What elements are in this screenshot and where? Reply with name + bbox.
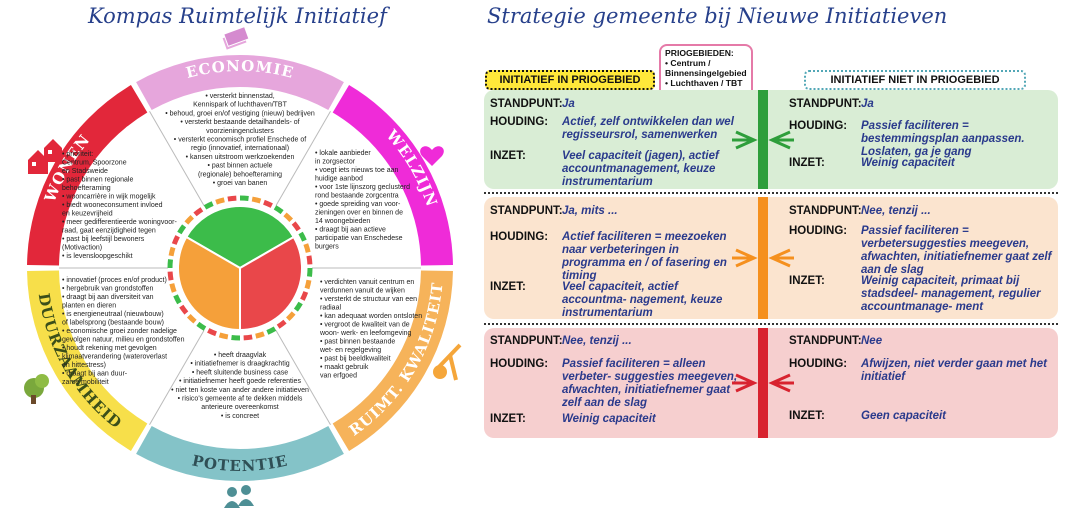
inzet-value-right: Geen capaciteit — [861, 410, 947, 422]
legend-not-in-priogebied: INITIATIEF NIET IN PRIOGEBIED — [804, 70, 1026, 90]
standpunt-value-left: Ja — [562, 98, 575, 110]
tree-icon — [24, 374, 49, 404]
center-orange-sector — [177, 235, 241, 332]
standpunt-value-left: Ja, mits ... — [562, 205, 618, 217]
segment-label: POTENTIE — [190, 451, 289, 475]
inzet-label-left: INZET: — [490, 281, 526, 293]
duurzaamheid-criteria: • innovatief (proces en/of product)• her… — [62, 277, 185, 386]
standpunt-value-right: Nee, tenzij ... — [861, 205, 931, 217]
prio-title: PRIOGEBIEDEN: — [665, 48, 734, 58]
inzet-value-right: Weinig capaciteit — [861, 157, 955, 169]
standpunt-label-left: STANDPUNT: — [490, 98, 563, 110]
left-title: Kompas Ruimtelijk Initiatief — [88, 4, 387, 28]
houding-value-right: Passief faciliteren = bestemmingsplan aa… — [861, 120, 1025, 158]
row-separator — [484, 323, 1058, 325]
center-red-sector — [239, 235, 303, 332]
houding-label-left: HOUDING: — [490, 116, 549, 128]
potentie-criteria: • heeft draagvlak• initiatiefnemer is dr… — [171, 352, 309, 420]
converging-arrows-icon — [732, 373, 794, 393]
houding-label-left: HOUDING: — [490, 231, 549, 243]
legend-in-priogebied: INITIATIEF IN PRIOGEBIED — [485, 70, 655, 90]
standpunt-value-right: Ja — [861, 98, 874, 110]
strategy-row: STANDPUNT:Ja, mits ...STANDPUNT:Nee, ten… — [484, 197, 1058, 319]
ring-segment — [332, 85, 453, 266]
prio-item: • Luchthaven / TBT — [665, 78, 743, 88]
prio-item: • Centrum / — [665, 58, 711, 68]
inzet-label-right: INZET: — [789, 275, 825, 287]
houding-value-right: Afwijzen, niet verder gaan met het initi… — [861, 358, 1047, 383]
economie-criteria: • versterkt binnenstad,Kennispark of luc… — [165, 93, 315, 187]
ring-segment — [136, 425, 344, 481]
inzet-label-left: INZET: — [490, 150, 526, 162]
inzet-value-right: Weinig capaciteit, primaat bij stadsdeel… — [861, 275, 1041, 313]
houding-value-right: Passief faciliteren = verbetersuggesties… — [861, 225, 1052, 276]
standpunt-value-left: Nee, tenzij ... — [562, 335, 632, 347]
converging-arrows-icon — [732, 130, 794, 149]
standpunt-value-right: Nee — [861, 335, 883, 347]
houding-label-left: HOUDING: — [490, 358, 549, 370]
ring-segment — [27, 270, 148, 451]
standpunt-label-right: STANDPUNT: — [789, 335, 862, 347]
prio-item: Binnensingelgebied — [665, 68, 747, 78]
heart-icon — [420, 146, 444, 166]
houding-value-left: Actief, zelf ontwikkelen dan wel regisse… — [562, 116, 734, 141]
row-separator — [484, 192, 1058, 194]
standpunt-label-right: STANDPUNT: — [789, 205, 862, 217]
ring-segment — [332, 270, 453, 451]
houding-label-right: HOUDING: — [789, 358, 848, 370]
standpunt-label-left: STANDPUNT: — [490, 335, 563, 347]
money-icon — [221, 25, 250, 51]
houding-label-right: HOUDING: — [789, 120, 848, 132]
inzet-value-left: Veel capaciteit (jagen), actief accountm… — [562, 150, 719, 188]
inzet-label-left: INZET: — [490, 413, 526, 425]
inzet-label-right: INZET: — [789, 157, 825, 169]
converging-arrows-icon — [732, 248, 794, 268]
houding-value-left: Actief faciliteren = meezoeken naar verb… — [562, 231, 727, 282]
houses-icon — [28, 139, 62, 174]
inzet-value-left: Veel capaciteit, actief accountma- nagem… — [562, 281, 723, 319]
standpunt-label-right: STANDPUNT: — [789, 98, 862, 110]
crane-icon — [433, 343, 462, 381]
inzet-label-right: INZET: — [789, 410, 825, 422]
priority-bar — [758, 90, 768, 189]
inzet-value-left: Weinig capaciteit — [562, 413, 656, 425]
people-icon — [224, 485, 254, 508]
priority-bar — [758, 197, 768, 319]
priority-bar — [758, 328, 768, 438]
right-title: Strategie gemeente bij Nieuwe Initiatiev… — [487, 4, 948, 28]
houding-label-right: HOUDING: — [789, 225, 848, 237]
ring-segment — [27, 85, 148, 266]
ring-segment — [136, 55, 344, 111]
standpunt-label-left: STANDPUNT: — [490, 205, 563, 217]
houding-value-left: Passief faciliteren = alleen verbeter- s… — [562, 358, 738, 409]
